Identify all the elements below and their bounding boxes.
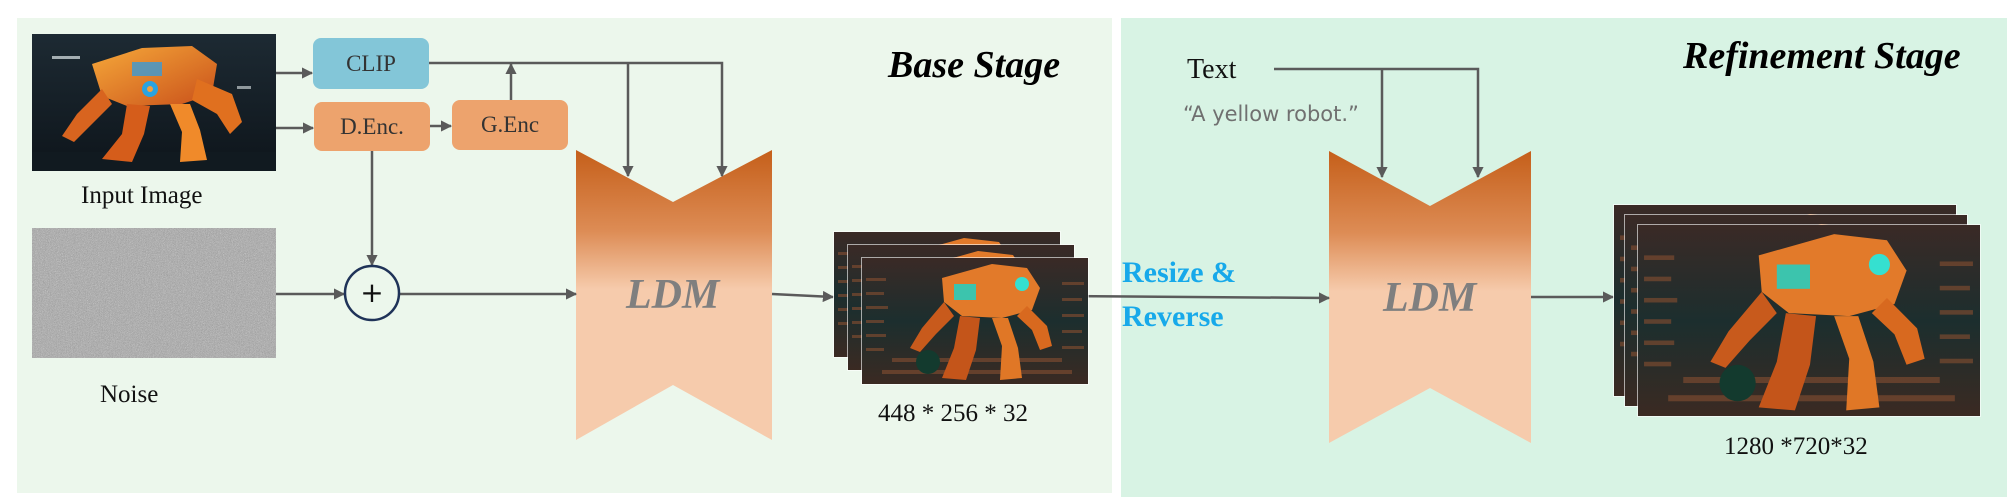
base-ldm-label: LDM [626, 272, 720, 318]
base-output-frames [833, 231, 1089, 386]
video-frame [1637, 224, 1981, 417]
resize-reverse-label: Resize & Reverse [1122, 251, 1236, 339]
refinement-ldm-shape [1329, 151, 1531, 443]
resize-label-line1: Resize & [1122, 256, 1237, 289]
text-input-label: Text [1187, 54, 1237, 85]
d-enc-box: D.Enc. [314, 102, 430, 151]
noise-texture-icon [32, 228, 276, 358]
video-frame [861, 257, 1089, 385]
robot-image-icon [32, 34, 276, 171]
g-enc-box: G.Enc [452, 100, 568, 150]
robot-frame-icon [1638, 225, 1980, 416]
base-ldm-shape [576, 150, 772, 440]
base-output-size-label: 448 * 256 * 32 [878, 400, 1028, 427]
refinement-ldm-label: LDM [1383, 275, 1477, 321]
input-image [32, 34, 276, 171]
prompt-text: “A yellow robot.” [1183, 102, 1359, 126]
base-stage-title: Base Stage [888, 44, 1061, 86]
refinement-stage-title: Refinement Stage [1683, 35, 1961, 77]
input-image-label: Input Image [81, 182, 203, 209]
noise-image [32, 228, 276, 358]
plus-icon: + [360, 276, 384, 309]
clip-encoder-box: CLIP [313, 38, 429, 89]
refinement-output-size-label: 1280 *720*32 [1724, 433, 1868, 460]
robot-frame-icon [862, 258, 1088, 384]
add-operator-circle [343, 264, 401, 322]
resize-label-line2: Reverse [1122, 300, 1224, 333]
noise-label: Noise [100, 381, 159, 408]
refinement-output-frames [1613, 204, 1981, 418]
